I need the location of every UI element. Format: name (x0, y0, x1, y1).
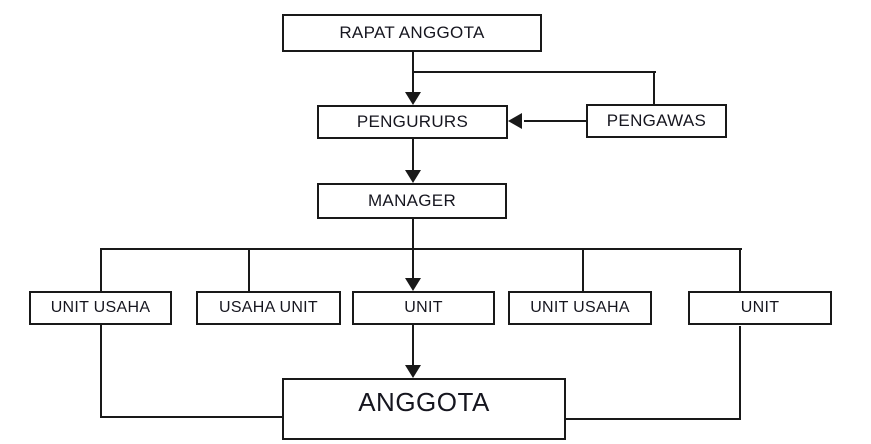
node-usaha-unit-2: USAHA UNIT (196, 291, 341, 325)
arrowhead-into-pengurus-right (508, 113, 522, 129)
node-pengurus: PENGURURS (317, 105, 508, 139)
connector-rapat-to-pengurus (412, 52, 414, 95)
arrowhead-into-manager (405, 170, 421, 183)
node-anggota: ANGGOTA (282, 378, 566, 440)
arrowhead-into-pengurus (405, 92, 421, 105)
drop-to-unit1 (100, 248, 102, 292)
connector-branch-to-pengawas (653, 71, 655, 104)
connector-left-to-anggota (100, 416, 282, 418)
drop-to-unit5 (739, 248, 741, 292)
connector-unit5-down (739, 326, 741, 420)
arrowhead-into-unit3 (405, 278, 421, 291)
arrowhead-into-anggota (405, 365, 421, 378)
connector-right-to-anggota (565, 418, 741, 420)
node-manager: MANAGER (317, 183, 507, 219)
connector-pengurus-to-manager (412, 139, 414, 172)
node-pengawas: PENGAWAS (586, 104, 727, 138)
drop-to-unit2 (248, 248, 250, 292)
node-unit-3: UNIT (352, 291, 495, 325)
units-distribution-line (101, 248, 742, 250)
node-unit-usaha-1: UNIT USAHA (29, 291, 172, 325)
connector-rapat-branch-horizontal (412, 71, 656, 73)
drop-to-unit4 (582, 248, 584, 292)
node-rapat-anggota: RAPAT ANGGOTA (282, 14, 542, 52)
connector-unit1-down (100, 325, 102, 418)
node-unit-usaha-4: UNIT USAHA (508, 291, 652, 325)
connector-unit3-to-anggota (412, 325, 414, 366)
node-unit-5: UNIT (688, 291, 832, 325)
connector-pengawas-to-pengurus (524, 120, 586, 122)
